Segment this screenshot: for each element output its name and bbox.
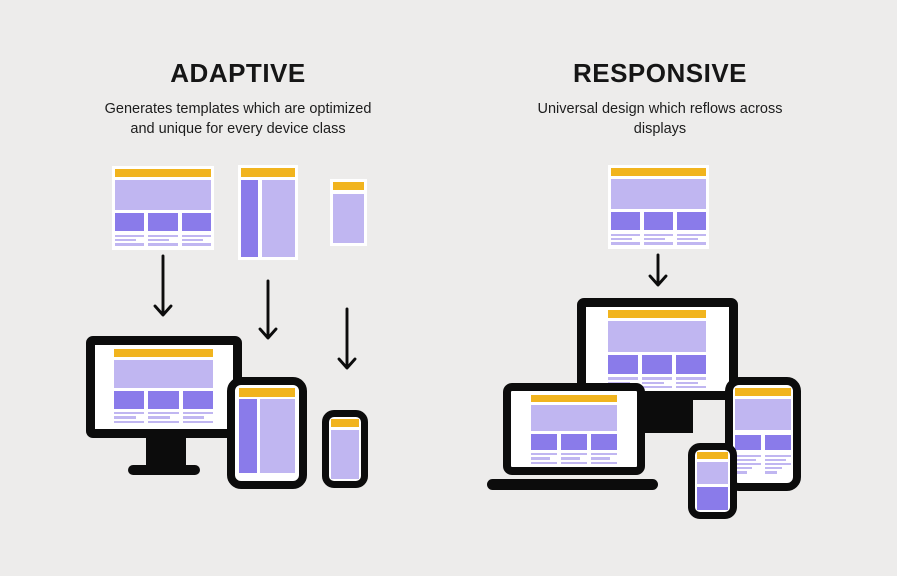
desktop-wireframe: [608, 310, 706, 390]
adaptive-desktop-template: [112, 166, 214, 250]
tablet-wireframe: [735, 388, 792, 478]
monitor-stand-neck: [146, 436, 186, 466]
responsive-monitor-device: [577, 298, 738, 400]
down-arrow-icon: [258, 279, 278, 340]
responsive-title: RESPONSIVE: [572, 58, 748, 88]
down-arrow-icon: [337, 307, 357, 370]
adaptive-subtitle-line1: Generates templates which are optimized: [104, 101, 372, 117]
desktop-wireframe: [611, 168, 707, 246]
mobile-wireframe: [697, 452, 728, 510]
desktop-wireframe: [531, 395, 617, 464]
responsive-laptop-device: [503, 383, 645, 475]
monitor-stand-neck: [640, 399, 693, 433]
responsive-template: [608, 165, 709, 249]
responsive-subtitle-line1: Universal design which reflows across: [537, 101, 783, 117]
desktop-wireframe: [115, 169, 212, 247]
adaptive-tablet-device: [227, 377, 307, 489]
responsive-header: RESPONSIVE Universal design which reflow…: [510, 58, 810, 139]
down-arrow-icon: [648, 253, 668, 287]
adaptive-mobile-template: [330, 179, 367, 246]
adaptive-monitor-device: [86, 336, 242, 438]
adaptive-title: ADAPTIVE: [170, 58, 306, 88]
down-arrow-icon: [153, 254, 173, 317]
responsive-tablet-device: [725, 377, 801, 491]
mobile-wireframe: [333, 182, 364, 243]
tablet-wireframe: [241, 168, 295, 257]
laptop-base: [487, 479, 658, 490]
desktop-wireframe: [114, 349, 213, 424]
responsive-subtitle-line2: displays: [633, 121, 687, 137]
adaptive-phone-device: [322, 410, 368, 488]
adaptive-header: ADAPTIVE Generates templates which are o…: [88, 58, 388, 139]
adaptive-subtitle-line2: and unique for every device class: [130, 121, 346, 137]
mobile-wireframe: [331, 419, 359, 479]
responsive-phone-device: [688, 443, 737, 519]
adaptive-tablet-template: [238, 165, 298, 260]
tablet-wireframe: [239, 388, 295, 473]
monitor-stand-base: [128, 465, 200, 475]
